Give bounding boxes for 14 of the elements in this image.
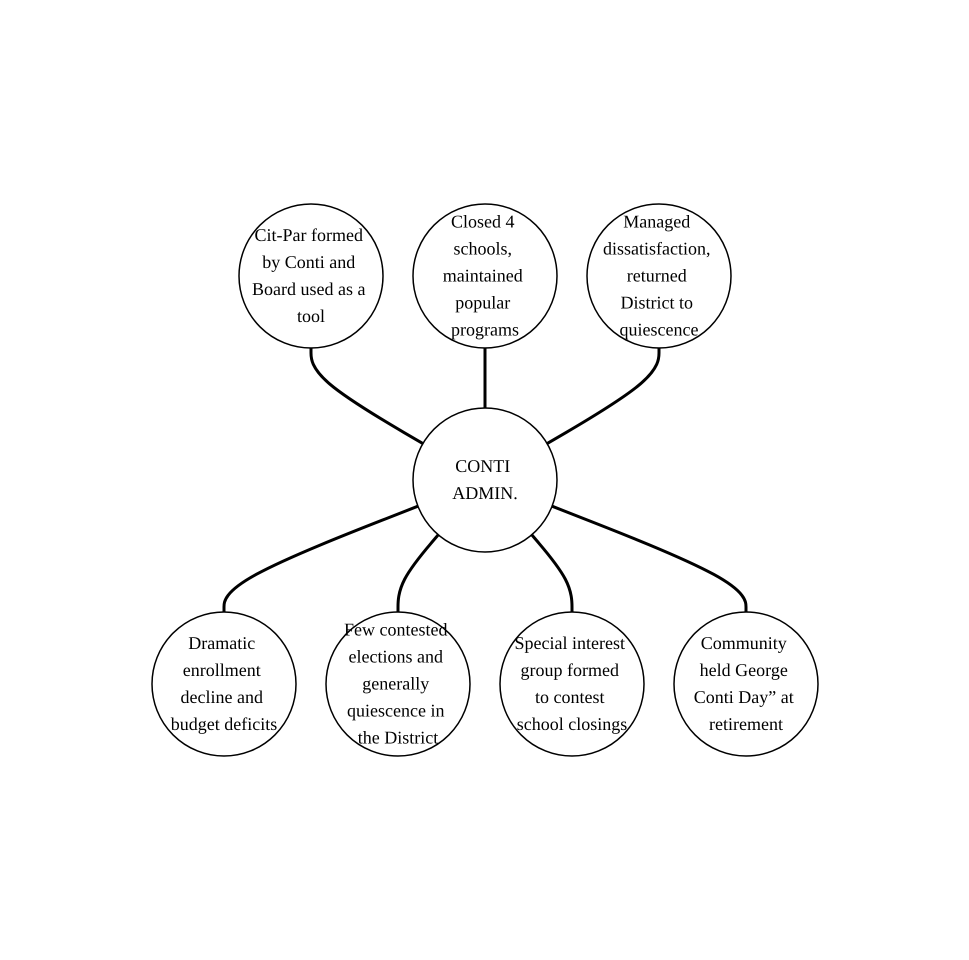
connector xyxy=(396,534,439,612)
node-circle: Cit-Par formed by Conti and Board used as a tool xyxy=(238,203,384,349)
node-circle: Community held George Conti Day” at retirement xyxy=(672,611,818,757)
connector xyxy=(551,504,747,612)
connector xyxy=(309,348,424,445)
connector xyxy=(222,504,418,612)
connector xyxy=(530,534,573,612)
node-circle: CONTI ADMIN. xyxy=(412,407,558,553)
node-circle: Managed dissatisfaction, returned District to quiescence xyxy=(586,203,732,349)
node-circle: Closed 4 schools, maintained popular programs xyxy=(412,203,558,349)
node-circle: Dramatic enrollment decline and budget deficits xyxy=(150,611,296,757)
connector xyxy=(483,348,486,408)
connector xyxy=(546,348,660,445)
node-circle: Special interest group formed to contest school closings xyxy=(498,611,644,757)
